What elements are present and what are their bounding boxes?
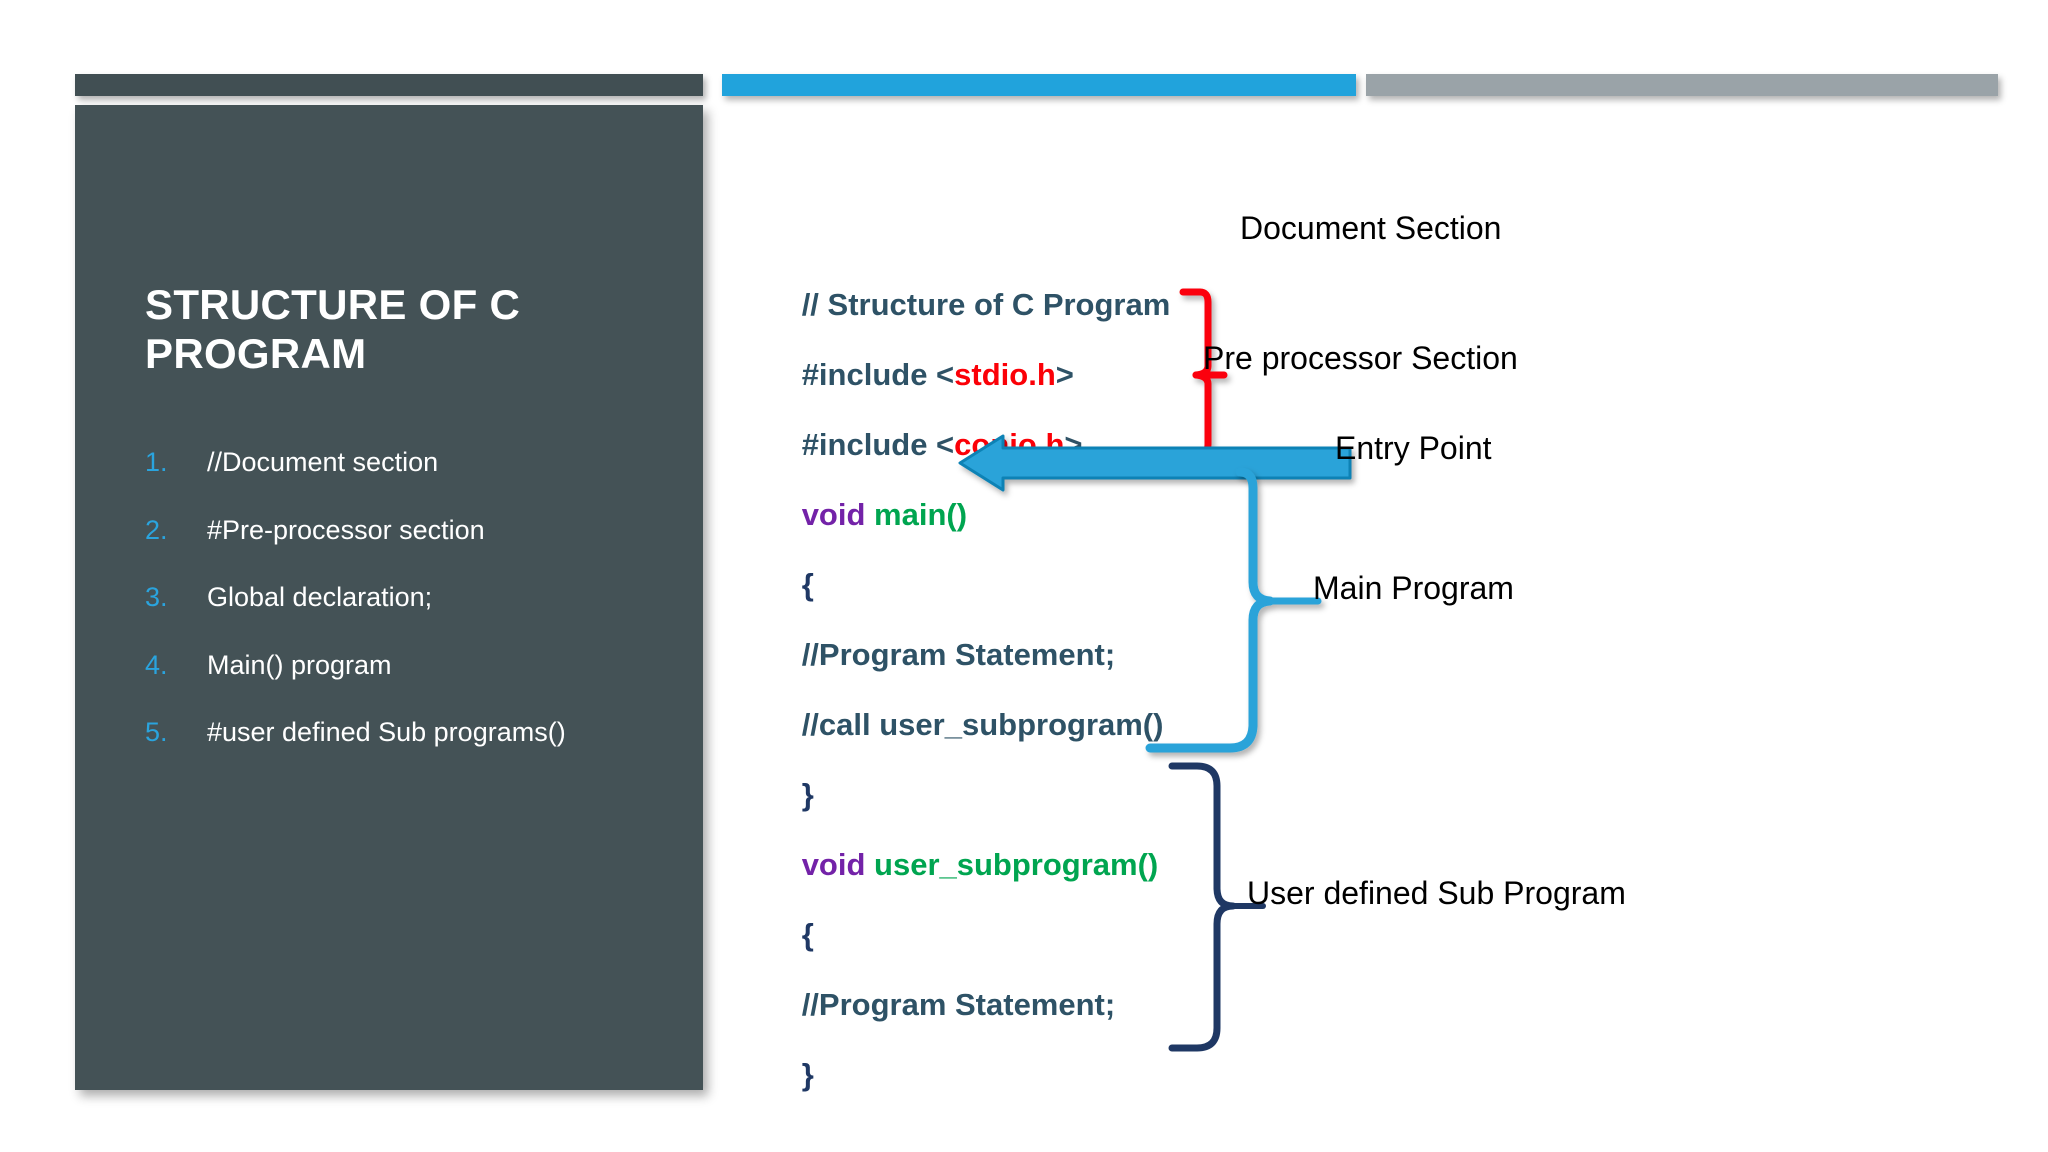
top-accent-bar-dark — [75, 74, 703, 96]
list-item: 3. Global declaration; — [145, 580, 645, 615]
code-line-void-main: void main() — [801, 497, 968, 532]
annotation-label-entry-point: Entry Point — [1335, 430, 1492, 466]
list-item-label: #user defined Sub programs() — [207, 717, 566, 748]
code-line-close-brace-sub: } — [801, 1057, 814, 1092]
code-line-main-statement: //Program Statement; — [801, 637, 1116, 672]
code-line-sub-statement: //Program Statement; — [801, 987, 1116, 1022]
list-item-label: Main() program — [207, 649, 392, 680]
list-item-number: 5. — [145, 717, 168, 748]
code-listing: // Structure of C Program #include <stdi… — [750, 200, 1171, 1092]
list-item-number: 4. — [145, 649, 168, 680]
list-item-number: 3. — [145, 582, 168, 613]
code-line-include-stdio: #include <stdio.h> — [801, 357, 1074, 392]
annotation-label-main-program: Main Program — [1313, 570, 1514, 606]
code-line-comment-title: // Structure of C Program — [801, 287, 1171, 322]
main-program-brace-icon — [1145, 467, 1322, 753]
left-title-panel: STRUCTURE OF C PROGRAM 1. //Document sec… — [75, 105, 703, 1090]
list-item-label: Global declaration; — [207, 582, 433, 613]
code-line-void-subprogram: void user_subprogram() — [801, 847, 1159, 882]
list-item: 5. #user defined Sub programs() — [145, 715, 645, 750]
code-line-close-brace-main: } — [801, 777, 814, 812]
code-line-call-subprogram: //call user_subprogram() — [801, 707, 1164, 742]
list-item-label: #Pre-processor section — [207, 514, 485, 545]
section-list: 1. //Document section 2. #Pre-processor … — [145, 445, 645, 783]
annotation-label-document-section: Document Section — [1240, 210, 1502, 246]
list-item-label: //Document section — [207, 447, 439, 477]
code-line-open-brace-sub: { — [801, 917, 814, 952]
top-accent-bar-gray — [1366, 74, 1998, 96]
list-item: 2. #Pre-processor section — [145, 513, 645, 548]
list-item: 1. //Document section — [145, 445, 645, 480]
list-item-number: 1. — [145, 447, 168, 477]
list-item-number: 2. — [145, 514, 168, 545]
annotation-label-user-defined-sub-program: User defined Sub Program — [1247, 875, 1626, 911]
annotation-label-pre-processor-section: Pre processor Section — [1203, 340, 1518, 376]
top-accent-bar-blue — [722, 74, 1356, 96]
code-line-open-brace-main: { — [801, 567, 814, 602]
page-title: STRUCTURE OF C PROGRAM — [145, 281, 521, 378]
list-item: 4. Main() program — [145, 648, 645, 683]
